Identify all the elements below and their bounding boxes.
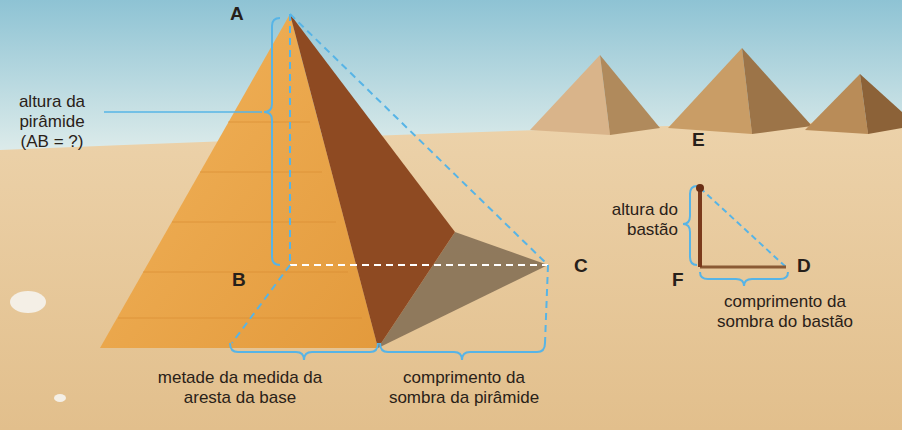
height-label: altura da pirâmide (AB = ?)	[6, 92, 98, 152]
half-base-label: metade da medida da aresta da base	[140, 368, 340, 408]
point-letter: C	[574, 256, 588, 276]
bricks	[118, 122, 362, 318]
rock	[10, 291, 46, 313]
point-letter: E	[692, 130, 705, 150]
stick-height-label: altura do bastão	[582, 200, 678, 240]
distant-pyramids	[530, 48, 902, 135]
construction-lines	[104, 14, 548, 343]
point-letter: A	[230, 4, 244, 24]
pyramid-shadow-label: comprimento da sombra da pirâmide	[382, 368, 546, 408]
pyramid-face	[290, 14, 455, 348]
stick	[696, 184, 786, 267]
rock	[54, 394, 66, 402]
point-letter: F	[672, 270, 684, 290]
brace	[230, 18, 788, 360]
pyramid	[100, 14, 548, 348]
sky	[0, 0, 902, 150]
sand	[0, 122, 902, 430]
stick-shadow-label: comprimento da sombra do bastão	[700, 292, 870, 332]
point-letter: D	[797, 256, 811, 276]
point-letter: B	[232, 270, 246, 290]
